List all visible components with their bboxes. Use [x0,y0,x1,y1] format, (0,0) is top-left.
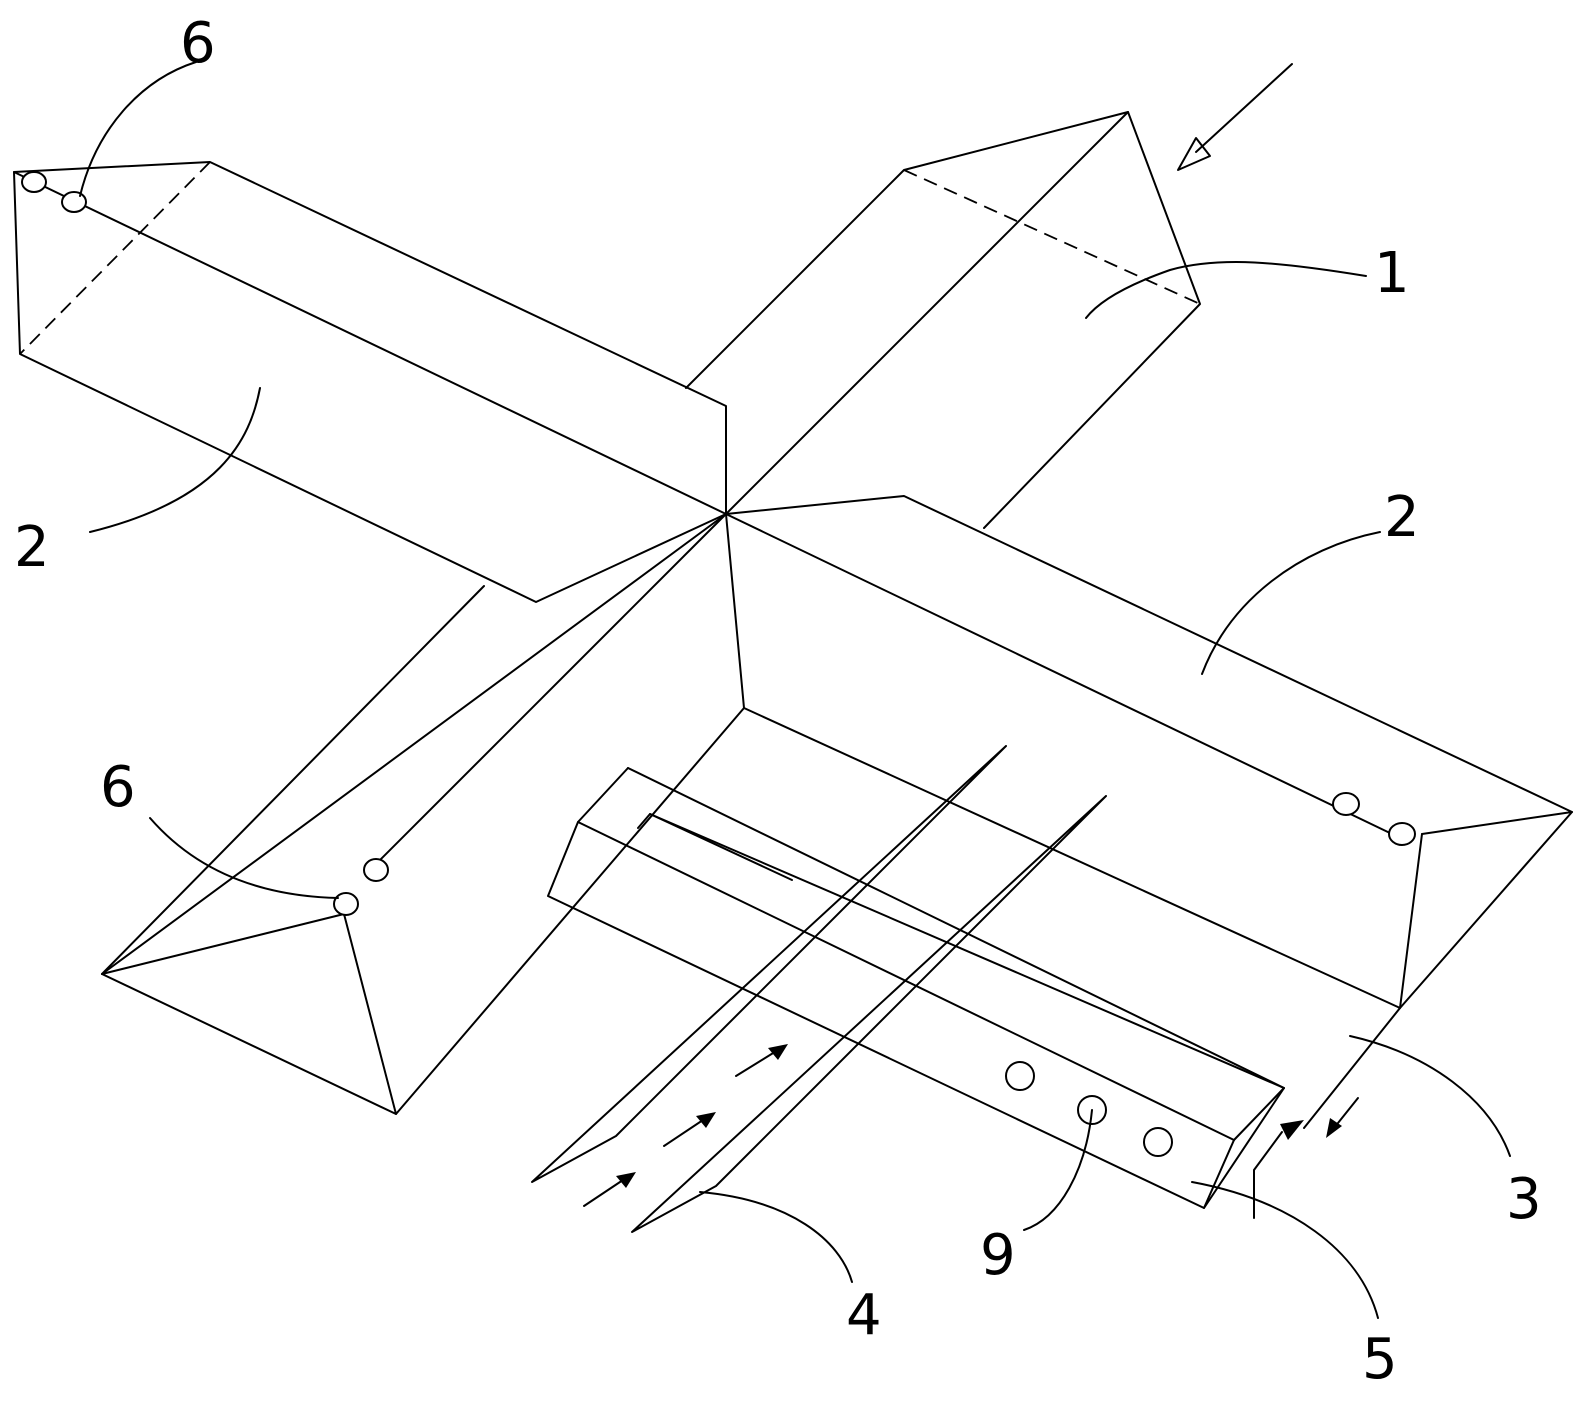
label-5: 5 [1362,1327,1398,1392]
hole-right-a [1332,792,1360,816]
duct-top-left [13,161,727,603]
label-2-right: 2 [1384,485,1420,550]
hole-top-left-a [21,171,47,193]
label-3: 3 [1506,1167,1542,1232]
leader-4 [699,1191,853,1283]
leader-6-top [79,61,197,197]
leader-2-right [1201,531,1381,675]
label-4: 4 [846,1283,882,1348]
leader-5 [1191,1181,1379,1319]
label-1: 1 [1374,241,1410,306]
hole-tray-c [1143,1127,1173,1157]
label-6-top: 6 [180,11,216,76]
blades [531,745,1107,1233]
label-9: 9 [980,1223,1016,1288]
label-6-mid: 6 [100,755,136,820]
flow-arrows [583,63,1359,1219]
leader-6-mid [149,817,339,899]
hole-tray-a [1005,1061,1035,1091]
duct-bottom-left [101,513,745,1115]
leader-lines [79,61,1511,1319]
hole-mid-left-a [363,858,389,882]
leader-1 [1085,261,1367,319]
reference-numerals: 6 1 2 2 6 3 4 5 9 [14,11,1542,1392]
duct-top-right [685,111,1201,529]
leader-2-left [89,387,261,533]
duct-bottom-right [725,495,1573,1129]
label-2-left: 2 [14,515,50,580]
hole-top-left-b [61,191,87,213]
leader-9 [1023,1109,1093,1231]
guide-tray [547,767,1285,1209]
hole-right-b [1388,822,1416,846]
leader-3 [1349,1035,1511,1157]
hole-mid-left-b [333,892,359,916]
